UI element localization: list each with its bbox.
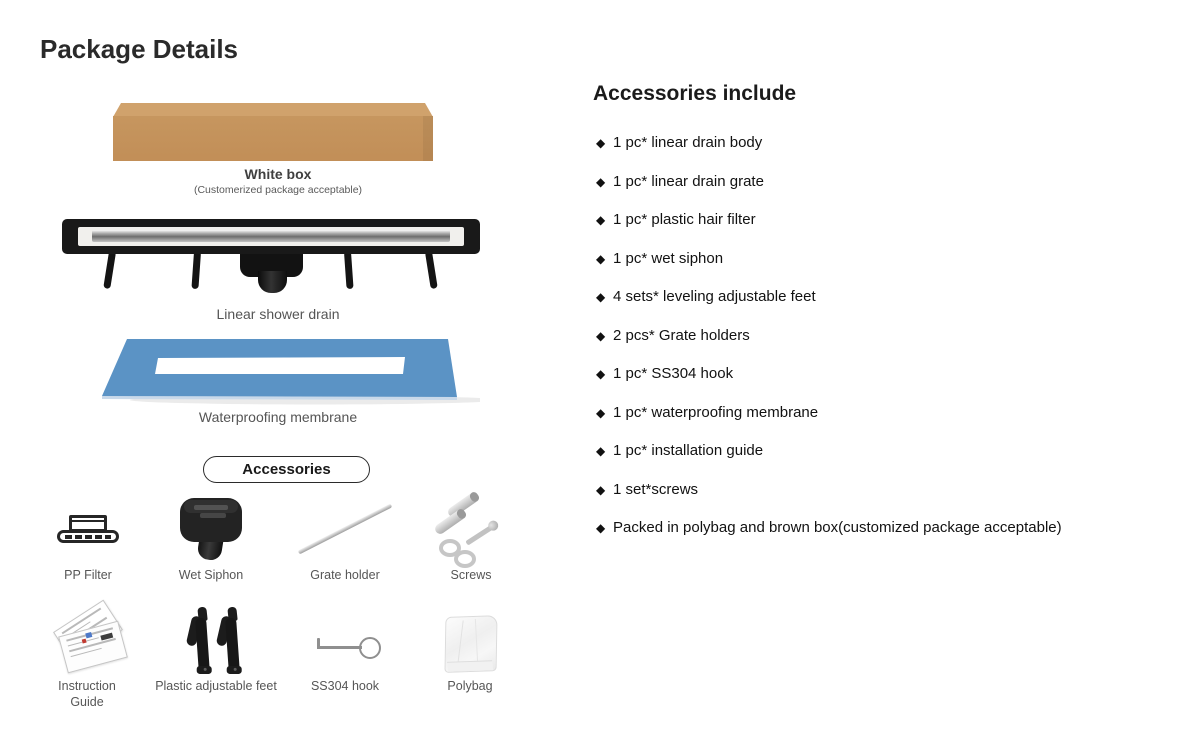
accessory-label: Instruction Guide [58,679,116,709]
list-item-text: 1 pc* linear drain body [613,134,763,151]
accessories-pill-label: Accessories [242,461,331,478]
accessory-cell-screws: Screws [406,490,536,584]
drain-grate-strip [92,230,450,242]
accessories-pill: Accessories [203,456,370,483]
list-item-text: 1 pc* SS304 hook [613,365,734,382]
accessory-cell-wet-siphon: Wet Siphon [146,492,276,584]
adjustable-feet-icon [151,603,281,679]
list-item-text: 1 pc* plastic hair filter [613,211,756,228]
wet-siphon-icon [146,492,276,568]
list-item: ◆ Packed in polybag and brown box(custom… [596,518,1062,538]
screws-icon [406,490,536,568]
diamond-bullet-icon: ◆ [596,405,606,420]
pp-filter-icon [23,492,153,568]
list-item: ◆ 1 pc* plastic hair filter [596,210,1062,230]
list-item: ◆ 1 set*screws [596,480,1062,500]
diamond-bullet-icon: ◆ [596,521,606,535]
white-box-shade [423,116,433,161]
accessory-cell-instruction-guide: Instruction Guide [22,599,152,710]
accessory-cell-grate-holder: Grate holder [280,492,410,584]
list-item: ◆ 1 pc* waterproofing membrane [596,403,1062,423]
list-item: ◆ 1 pc* linear drain grate [596,172,1062,192]
grate-holder-icon [280,492,410,568]
accessory-cell-adjustable-feet: Plastic adjustable feet [151,603,281,695]
accessories-list: ◆ 1 pc* linear drain body ◆ 1 pc* linear… [596,133,1062,538]
list-item-text: 1 pc* linear drain grate [613,172,764,190]
drain-siphon-outlet [258,271,287,293]
drain-leg-icon [103,251,116,290]
diamond-bullet-icon: ◆ [596,482,606,497]
white-box-front-face [113,116,433,161]
accessory-label: Plastic adjustable feet [155,679,277,693]
list-item-text: Packed in polybag and brown box(customiz… [613,519,1062,536]
list-item: ◆ 1 pc* SS304 hook [596,364,1062,384]
drain-leg-icon [425,251,438,290]
list-item: ◆ 1 pc* linear drain body [596,133,1062,153]
diamond-bullet-icon: ◆ [596,251,606,266]
linear-drain-label: Linear shower drain [216,306,340,322]
diamond-bullet-icon: ◆ [596,174,606,189]
waterproofing-membrane-image [102,339,480,405]
ss304-hook-icon [280,603,410,679]
accessory-label: Grate holder [310,568,380,582]
accessory-cell-ss304-hook: SS304 hook [280,603,410,695]
membrane-label: Waterproofing membrane [198,409,358,425]
linear-drain-image [62,218,480,296]
white-box-sublabel: (Customerized package acceptable) [193,184,363,196]
diamond-bullet-icon: ◆ [596,328,606,343]
accessory-cell-pp-filter: PP Filter [23,492,153,584]
list-item-text: 1 pc* installation guide [613,442,764,459]
list-item-text: 1 set*screws [613,480,699,498]
list-item: ◆ 2 pcs* Grate holders [596,326,1062,346]
accessory-cell-polybag: Polybag [405,603,535,695]
diamond-bullet-icon: ◆ [596,367,606,381]
accessories-include-heading: Accessories include [593,82,797,105]
accessory-label: Polybag [447,679,493,693]
polybag-icon [405,603,535,679]
diamond-bullet-icon: ◆ [596,290,606,304]
diamond-bullet-icon: ◆ [596,136,606,150]
accessory-label: Wet Siphon [178,568,244,582]
list-item-text: 1 pc* wet siphon [613,249,724,267]
page-title: Package Details [40,34,239,64]
white-box-image [113,103,433,161]
list-item-text: 2 pcs* Grate holders [613,326,750,344]
drain-siphon-body [240,254,303,277]
list-item: ◆ 4 sets* leveling adjustable feet [596,287,1062,307]
diamond-bullet-icon: ◆ [596,213,606,227]
drain-leg-icon [191,251,201,290]
accessory-label: Screws [450,568,492,582]
accessory-label: SS304 hook [310,679,380,693]
drain-leg-icon [344,251,354,290]
list-item: ◆ 1 pc* wet siphon [596,249,1062,269]
accessory-label: PP Filter [64,568,112,582]
list-item-text: 4 sets* leveling adjustable feet [613,288,816,305]
white-box-top-face [113,103,433,117]
white-box-label: White box [244,166,312,182]
instruction-guide-icon [22,599,152,679]
diamond-bullet-icon: ◆ [596,444,606,458]
list-item: ◆ 1 pc* installation guide [596,441,1062,461]
list-item-text: 1 pc* waterproofing membrane [613,403,819,421]
